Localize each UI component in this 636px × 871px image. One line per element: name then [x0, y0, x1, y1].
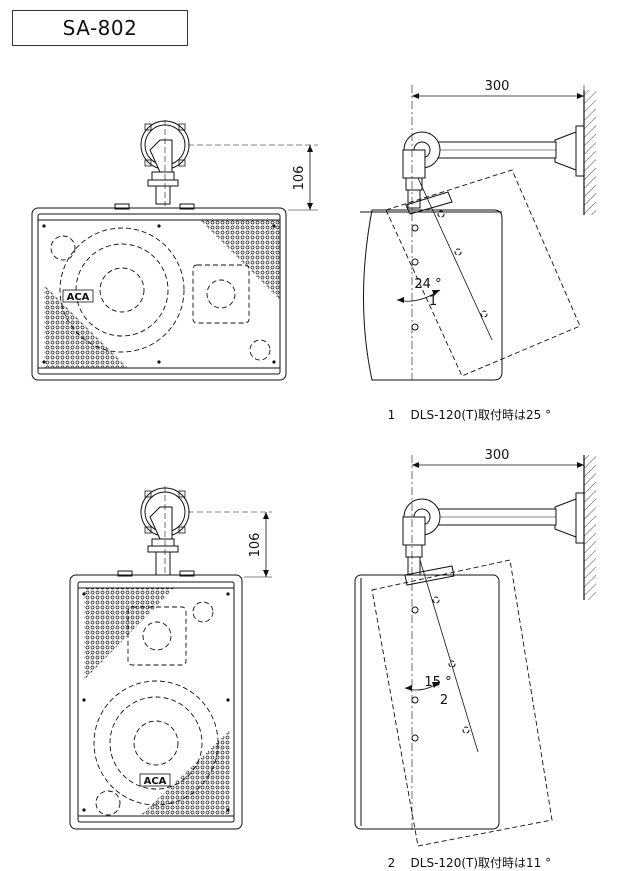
footnote-2-text: DLS-120(T)取付時は11 ° — [410, 856, 552, 870]
grille-bottom-left — [44, 285, 128, 368]
cabinet-side-bottom — [354, 574, 500, 830]
bottom-side-view — [354, 455, 596, 847]
footnote-1-text: DLS-120(T)取付時は25 ° — [410, 408, 552, 422]
woofer-outline-bottom — [93, 680, 219, 806]
angle-24: 24 ° — [414, 277, 441, 292]
bottom-front-view — [69, 486, 272, 830]
tweeter-outline-bottom — [127, 606, 187, 666]
svg-text:ACA: ACA — [67, 292, 90, 303]
dim-300-bottom: 300 — [485, 448, 510, 463]
wall-hatch-bottom — [584, 455, 596, 600]
cabinet-outer-bottom — [69, 574, 243, 830]
logo-top: ACA — [62, 289, 94, 303]
svg-text:ACA: ACA — [144, 776, 167, 787]
angle-15: 15 ° — [424, 675, 451, 690]
footnote-1: 1 DLS-120(T)取付時は25 ° — [380, 392, 551, 423]
callout-1: 1 — [429, 294, 437, 309]
cabinet-side — [363, 209, 503, 381]
cabinet-outer — [31, 207, 287, 381]
footnote-2: 2 DLS-120(T)取付時は11 ° — [380, 840, 551, 871]
wall-hatch — [584, 90, 596, 215]
woofer-outline — [59, 227, 185, 353]
top-side-view — [360, 85, 596, 381]
grille-bottom-right — [140, 730, 230, 816]
grille-top-left — [84, 588, 174, 680]
dim-106-top: 106 — [292, 166, 307, 191]
dim-300-top: 300 — [485, 79, 510, 94]
top-front-view — [31, 120, 318, 381]
logo-bottom: ACA — [139, 773, 171, 787]
model-label: SA-802 — [12, 10, 188, 46]
tilted-cabinet-outline-bottom — [371, 559, 553, 847]
callout-2: 2 — [440, 693, 448, 708]
dim-106-bottom: 106 — [248, 533, 263, 558]
tilted-cabinet-outline — [385, 169, 581, 377]
grille-top-right — [200, 220, 280, 300]
tweeter-outline — [192, 264, 250, 324]
footnote-1-number: 1 — [387, 408, 396, 422]
